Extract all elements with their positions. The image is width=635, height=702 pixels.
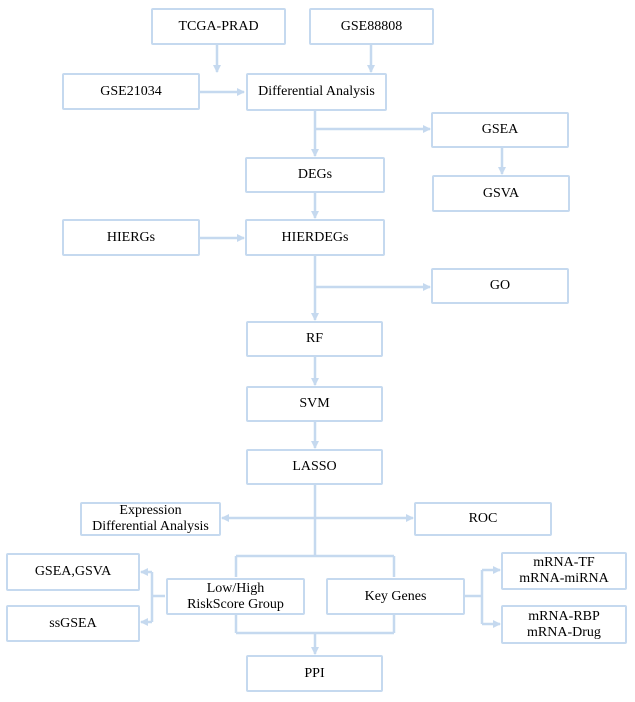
node-tcga-prad: TCGA-PRAD [151, 8, 286, 45]
node-mrna-tf-mirna: mRNA-TF mRNA-miRNA [501, 552, 627, 590]
node-svm-label: SVM [299, 396, 330, 411]
node-mrna-tf-mirna-label: mRNA-TF mRNA-miRNA [519, 555, 609, 586]
node-hiergs-label: HIERGs [106, 229, 156, 245]
node-hierdegs: HIERDEGs [245, 219, 385, 256]
node-ssgsea-label: ssGSEA [49, 615, 97, 631]
node-gse88808-label: GSE88808 [340, 18, 403, 34]
node-gse21034: GSE21034 [62, 73, 200, 110]
node-ssgsea: ssGSEA [6, 605, 140, 642]
node-gsva-label: GSVA [482, 185, 520, 201]
node-gsea-gsva-label: GSEA,GSVA [34, 564, 112, 579]
node-rf-label: RF [305, 331, 324, 346]
node-low-high-riskscore-group: Low/High RiskScore Group [166, 578, 305, 615]
node-go: GO [431, 268, 569, 304]
node-expression-differential-analysis-label: Expression Differential Analysis [92, 503, 209, 534]
node-gsva: GSVA [432, 175, 570, 212]
node-rf: RF [246, 321, 383, 357]
node-expression-differential-analysis: Expression Differential Analysis [80, 502, 221, 536]
node-gsea: GSEA [431, 112, 569, 148]
node-low-high-riskscore-group-label: Low/High RiskScore Group [187, 580, 284, 612]
node-gsea-gsva: GSEA,GSVA [6, 553, 140, 591]
node-hierdegs-label: HIERDEGs [281, 229, 349, 245]
node-go-label: GO [489, 278, 511, 293]
node-degs-label: DEGs [297, 167, 333, 182]
node-ppi-label: PPI [304, 665, 325, 681]
node-mrna-rbp-drug: mRNA-RBP mRNA-Drug [501, 605, 627, 644]
node-svm: SVM [246, 386, 383, 422]
node-gse88808: GSE88808 [309, 8, 434, 45]
node-differential-analysis: Differential Analysis [246, 73, 387, 111]
node-lasso-label: LASSO [292, 459, 337, 474]
node-lasso: LASSO [246, 449, 383, 485]
node-degs: DEGs [245, 157, 385, 193]
node-roc-label: ROC [468, 511, 498, 526]
node-mrna-rbp-drug-label: mRNA-RBP mRNA-Drug [527, 608, 601, 640]
node-differential-analysis-label: Differential Analysis [258, 84, 375, 99]
node-gsea-label: GSEA [481, 122, 519, 137]
node-gse21034-label: GSE21034 [100, 83, 162, 99]
node-hiergs: HIERGs [62, 219, 200, 256]
node-key-genes-label: Key Genes [364, 588, 427, 604]
node-key-genes: Key Genes [326, 578, 465, 615]
node-tcga-prad-label: TCGA-PRAD [178, 18, 259, 34]
node-ppi: PPI [246, 655, 383, 692]
node-roc: ROC [414, 502, 552, 536]
